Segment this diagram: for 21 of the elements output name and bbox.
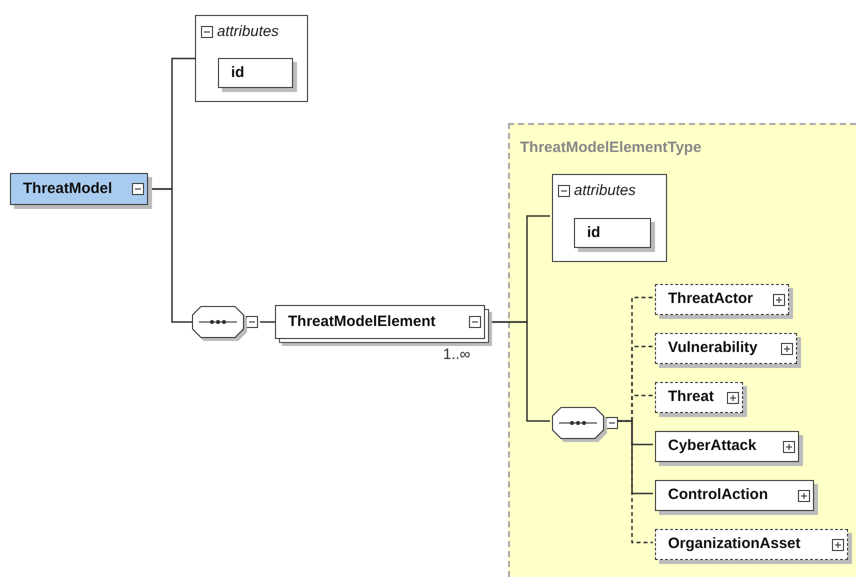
element-name: ThreatModel — [23, 178, 112, 199]
element-name: ControlAction — [668, 485, 768, 506]
sequence-node — [552, 407, 620, 439]
connector-line — [618, 420, 653, 544]
connector-line — [259, 321, 275, 323]
attributes-group-box — [195, 15, 308, 102]
element-name: Vulnerability — [668, 338, 758, 358]
attributes-group-box — [552, 174, 667, 262]
element-name: ThreatActor — [668, 289, 754, 310]
element-name: id — [231, 62, 244, 83]
sequence-node — [192, 306, 260, 338]
element-name: id — [587, 222, 600, 243]
element-name: OrganizationAsset — [668, 534, 801, 554]
group-label: attributes — [574, 181, 636, 201]
element-name: Threat — [668, 387, 714, 408]
group-label: attributes — [217, 22, 279, 42]
complex-type-region — [508, 123, 856, 577]
cardinality-label: 1..∞ — [443, 345, 470, 365]
element-name: CyberAttack — [668, 436, 756, 456]
type-name: ThreatModelElementType — [520, 138, 702, 158]
element-name: ThreatModelElement — [288, 312, 436, 332]
